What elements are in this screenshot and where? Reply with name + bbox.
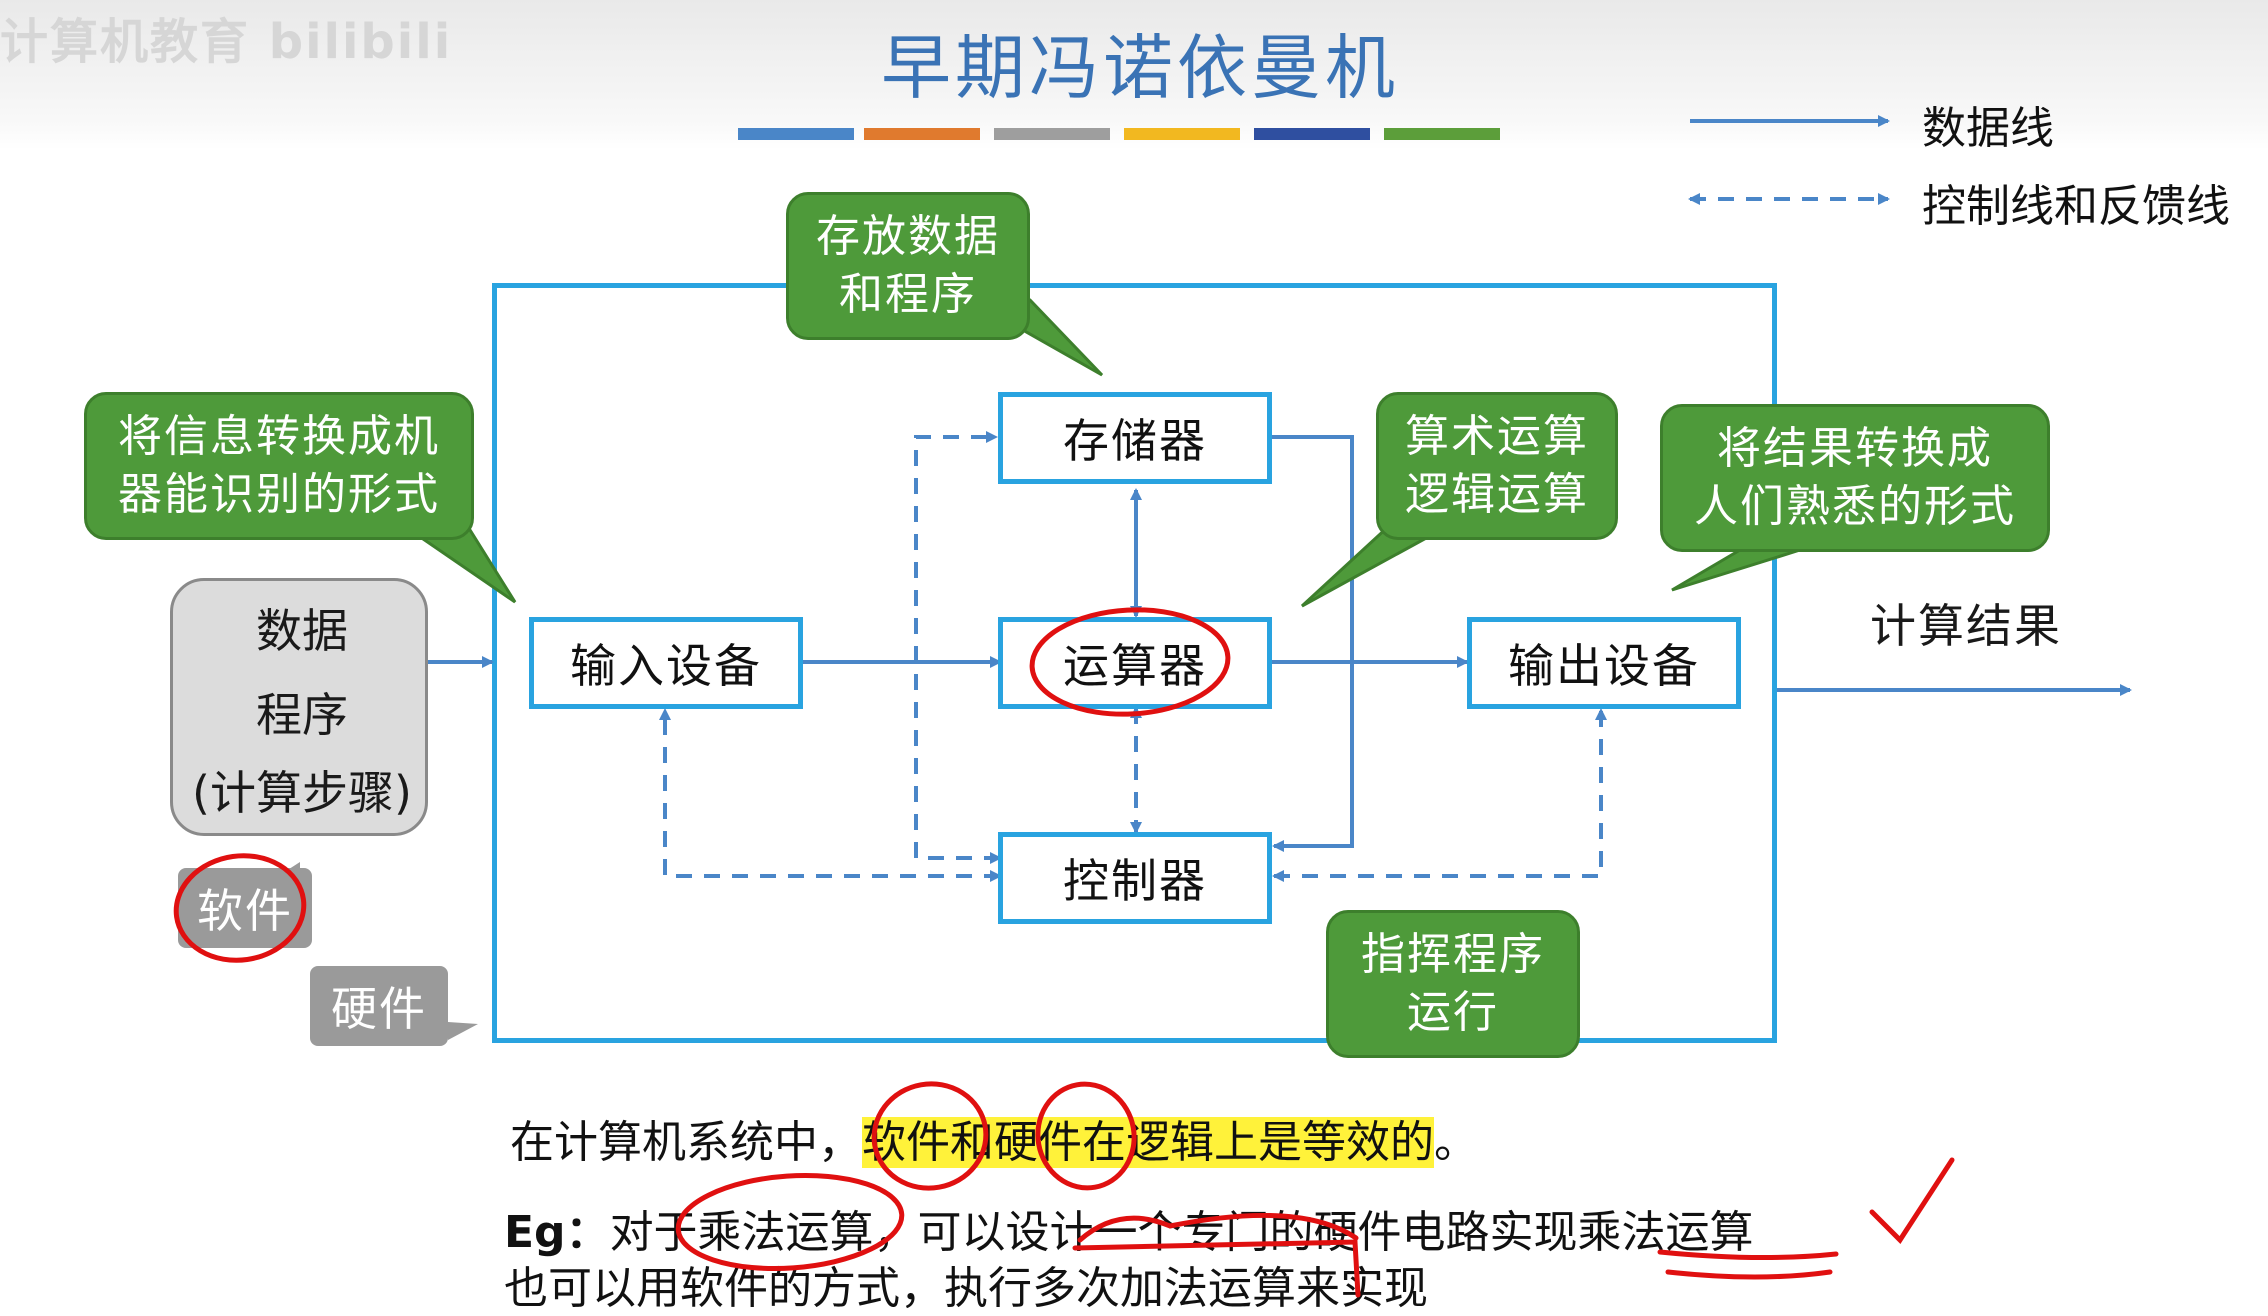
controller-callout-line2: 运行 [1407,987,1499,1038]
color-strip-segment [1254,128,1370,140]
controller-input-control [659,708,1002,882]
program-data-line1: 数据 [256,604,348,658]
memory-callout-line2: 和程序 [839,269,977,320]
program-data-line3: (计算步骤) [192,766,412,820]
note-line-3: 也可以用软件的方式，执行多次加法运算来实现 [504,1263,1428,1314]
memory-callout-line1: 存放数据 [816,211,1000,262]
color-strip-segment [738,128,854,140]
controller-node: 控制器 [998,832,1272,924]
output-device-node: 输出设备 [1467,617,1741,709]
controller-callout-line1: 指挥程序 [1361,929,1545,980]
note-line-1-suffix: 。 [1434,1117,1478,1168]
color-strip-segment [1384,128,1500,140]
note-line-2: Eg：对于乘法运算，可以设计一个专门的硬件电路实现乘法运算 [504,1196,1754,1260]
note-eg-label: Eg： [504,1207,610,1258]
note-line-1-highlight: 软件和硬件在逻辑上是等效的 [862,1117,1434,1168]
program-data-box: 数据 程序 (计算步骤) [170,578,428,836]
hardware-tag-pointer [448,1022,478,1040]
color-strip-segment [994,128,1110,140]
output-callout-line1: 将结果转换成 [1717,423,1993,474]
input-callout-line2: 器能识别的形式 [118,469,440,520]
alu-node: 运算器 [998,617,1272,709]
memory-callout: 存放数据和程序 [786,192,1030,340]
software-tag: 软件 [178,868,312,948]
program-data-line2: 程序 [256,688,348,742]
legend-data-line-label: 数据线 [1922,103,2054,154]
input-device-node: 输入设备 [529,617,803,709]
host-frame [492,283,1777,1043]
controller-callout: 指挥程序运行 [1326,910,1580,1058]
output-callout-line2: 人们熟悉的形式 [1694,481,2016,532]
input-callout-line1: 将信息转换成机 [118,411,440,462]
controller-memory-control [914,431,1002,864]
result-label: 计算结果 [1870,599,2062,653]
input-callout: 将信息转换成机器能识别的形式 [84,392,474,540]
alu-callout-line2: 逻辑运算 [1405,469,1589,520]
color-strip-segment [1124,128,1240,140]
header-band [0,0,2268,150]
input-callout-pointer [405,528,517,604]
memory-to-controller-arrow [1272,435,1354,852]
note-line-1: 在计算机系统中，软件和硬件在逻辑上是等效的。 [510,1106,1478,1170]
watermark: 计算机教育 bilibili [0,14,453,70]
alu-callout: 算术运算逻辑运算 [1376,392,1618,540]
page-title: 早期冯诺依曼机 [881,27,1399,109]
hardware-tag: 硬件 [310,966,448,1046]
output-callout-pointer [1671,548,1801,592]
legend-control-line-label: 控制线和反馈线 [1922,181,2230,232]
alu-callout-line1: 算术运算 [1405,411,1589,462]
color-strip-segment [864,128,980,140]
note-line-2-text: 对于乘法运算，可以设计一个专门的硬件电路实现乘法运算 [609,1207,1754,1258]
output-callout: 将结果转换成人们熟悉的形式 [1660,404,2050,552]
note-line-1-prefix: 在计算机系统中， [510,1117,862,1168]
memory-node: 存储器 [998,392,1272,484]
controller-output-control [1272,708,1607,882]
